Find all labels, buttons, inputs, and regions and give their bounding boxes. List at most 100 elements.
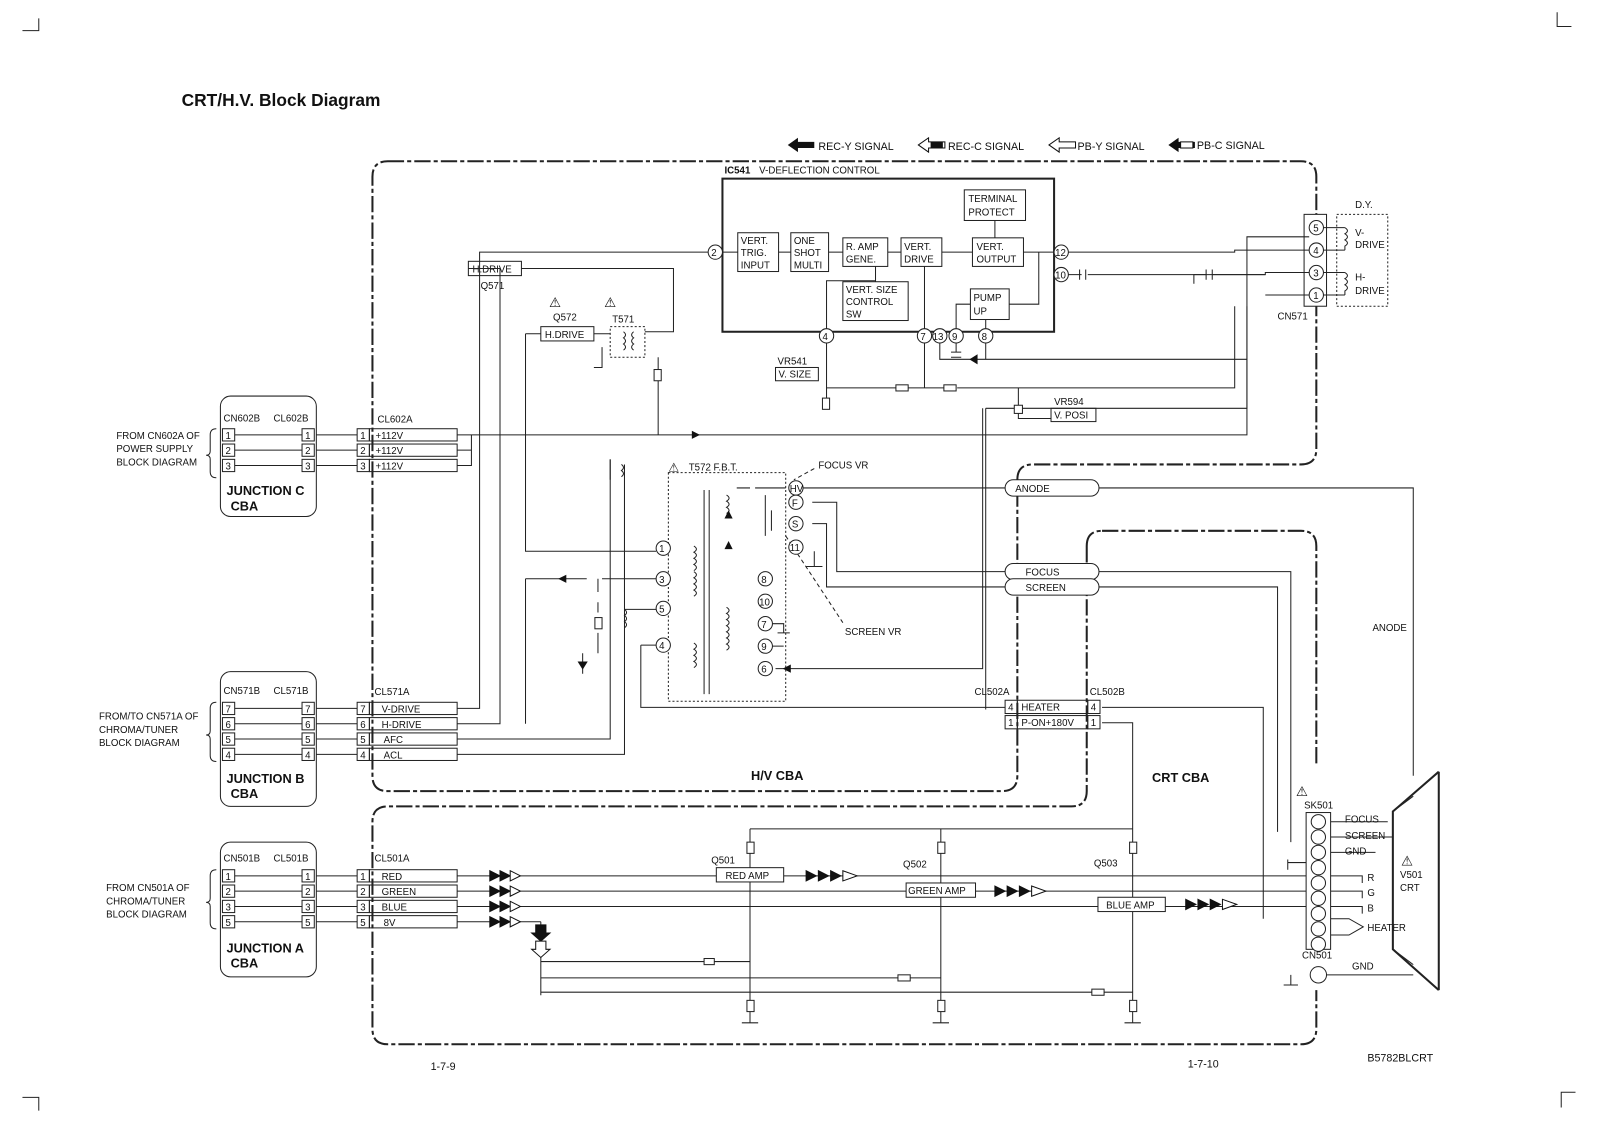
pill-focus: FOCUS: [1026, 568, 1060, 579]
jb-pin-l5: 5: [226, 735, 231, 746]
jb-name-2: CBA: [231, 786, 259, 801]
vert-trig-input-block: [737, 232, 780, 273]
ic-pin-10: 10: [1055, 271, 1066, 282]
ja-pin-r5: 5: [305, 918, 310, 929]
rec-y-arrow-icon: [787, 137, 815, 153]
cl501a-pin-1: 1: [360, 872, 365, 883]
cl571a-sig-vdrive: V-DRIVE: [382, 705, 421, 716]
crt-sig-screen: SCREEN: [1345, 831, 1385, 842]
ramp-l1: R. AMP: [846, 242, 879, 253]
cl602a-pin-1: 1: [360, 431, 365, 442]
vr594-label: VR594: [1054, 397, 1084, 408]
ja-name-2: CBA: [231, 956, 259, 971]
sk501-label: SK501: [1304, 800, 1333, 811]
cl602a-pin-3: 3: [360, 462, 365, 473]
cl502b-label: CL502B: [1090, 687, 1125, 698]
cn501-label: CN501: [1302, 951, 1332, 962]
vert-trig-l2: TRIG.: [741, 248, 767, 259]
fbt-pin-8: 8: [761, 575, 766, 586]
jc-from-3: BLOCK DIAGRAM: [116, 457, 197, 468]
cl602a-sig-2: +112V: [376, 446, 404, 457]
pill-anode: ANODE: [1015, 484, 1050, 495]
ic-pin-8: 8: [982, 332, 987, 343]
q502-label: Q502: [903, 860, 927, 871]
cl571a-pin-7: 7: [360, 705, 365, 716]
cl571a-pin-5: 5: [360, 735, 365, 746]
h-drive-l1: H-: [1355, 273, 1365, 284]
jb-pin-l7: 7: [226, 705, 231, 716]
legend-pb-y: PB-Y SIGNAL: [1078, 141, 1145, 153]
ic-pin-7: 7: [920, 332, 925, 343]
jb-pin-r6: 6: [305, 720, 310, 731]
ja-pin-l5: 5: [226, 918, 231, 929]
vert-output-block: [971, 237, 1024, 267]
cl501a-sig-green: GREEN: [382, 887, 416, 898]
jc-pin-r3: 3: [305, 462, 310, 473]
junction-b: FROM/TO CN571A OF CHROMA/TUNER BLOCK DIA…: [99, 671, 458, 807]
one-shot-l2: SHOT: [794, 248, 821, 259]
fbt-pin-6: 6: [761, 665, 766, 676]
jb-from-3: BLOCK DIAGRAM: [99, 738, 180, 749]
fbt-pin-hv: HV: [790, 484, 804, 495]
ic-pin-9: 9: [952, 332, 957, 343]
cl501a-sig-red: RED: [382, 872, 402, 883]
q501-label: Q501: [711, 856, 735, 867]
t571-transformer: [609, 326, 646, 358]
cn571-label: CN571: [1278, 312, 1308, 323]
ja-name-1: JUNCTION A: [227, 940, 304, 955]
vr541-value: V. SIZE: [779, 370, 812, 381]
screen-vr-label: SCREEN VR: [845, 627, 902, 638]
pill-screen: SCREEN: [1026, 583, 1066, 594]
vert-drive-l2: DRIVE: [904, 254, 934, 265]
v-drive-l1: V-: [1355, 228, 1364, 239]
jb-from-2: CHROMA/TUNER: [99, 725, 178, 736]
cl602a-label: CL602A: [378, 415, 414, 426]
ja-pin-l2: 2: [226, 887, 231, 898]
h-drive-l2: DRIVE: [1355, 286, 1385, 297]
cn571-pin-1: 1: [1313, 291, 1318, 302]
cl501a-sig-8v: 8V: [384, 918, 396, 929]
pb-y-arrow-icon: [1048, 136, 1077, 154]
deflection-yoke: D.Y. 5 4 3 1 V- DRIVE H- DRIVE CN571: [1278, 200, 1389, 323]
cn571-connector: [1303, 213, 1328, 307]
cl571a-sig-acl: ACL: [384, 750, 403, 761]
q571-hdrive-label: H.DRIVE: [472, 265, 512, 276]
t571-label: T571: [612, 315, 634, 326]
vsize-l2: CONTROL: [846, 297, 894, 308]
fbt-pin-s: S: [792, 520, 799, 531]
crop-marks: [22, 12, 1576, 1111]
ramp-l2: GENE.: [846, 254, 876, 265]
crt-sig-gnd2: GND: [1352, 962, 1374, 973]
t572-label: T572 F.B.T.: [689, 463, 738, 474]
jb-pin-r7: 7: [305, 705, 310, 716]
crt-tube: ⚠ V501 CRT: [1391, 770, 1440, 991]
jc-name-1: JUNCTION C: [227, 483, 305, 498]
cl502a-pin-1: 1: [1008, 718, 1013, 729]
jc-pin-l1: 1: [226, 431, 231, 442]
crt-sig-gnd: GND: [1345, 846, 1367, 857]
fbt-pin-f: F: [792, 498, 798, 509]
jb-name-1: JUNCTION B: [227, 771, 305, 786]
vert-size-control-block: [842, 281, 909, 322]
ic541-block: IC541 V-DEFLECTION CONTROL VERT. TRIG. I…: [707, 166, 1069, 344]
cl602a-sig-1: +112V: [376, 431, 404, 442]
fbt-pin-7: 7: [761, 620, 766, 631]
cn571-pin-3: 3: [1313, 269, 1318, 280]
fbt-pin-11: 11: [790, 543, 800, 554]
ja-pin-l3: 3: [226, 903, 231, 914]
vert-trig-l3: INPUT: [741, 260, 770, 271]
anode-label: ANODE: [1372, 623, 1407, 634]
terminal-protect-block: [963, 189, 1027, 221]
jc-pin-l3: 3: [226, 462, 231, 473]
ic-pin-13: 13: [933, 332, 944, 343]
sk501-socket: ⚠ SK501 CN501 FOCUS SCREEN GND R G B HEA…: [1283, 784, 1414, 986]
ja-from-1: FROM CN501A OF: [106, 883, 190, 894]
crt-cba-label: CRT CBA: [1152, 770, 1209, 785]
ic541-name: V-DEFLECTION CONTROL: [759, 166, 880, 177]
jc-pin-l2: 2: [226, 446, 231, 457]
cl502-connector: CL502A CL502B 4 1 HEATER P-ON+180V 4 1: [974, 687, 1125, 730]
cn602b-label: CN602B: [223, 414, 260, 425]
vr541-label: VR541: [778, 356, 808, 367]
cl501a-sig-blue: BLUE: [382, 903, 408, 914]
